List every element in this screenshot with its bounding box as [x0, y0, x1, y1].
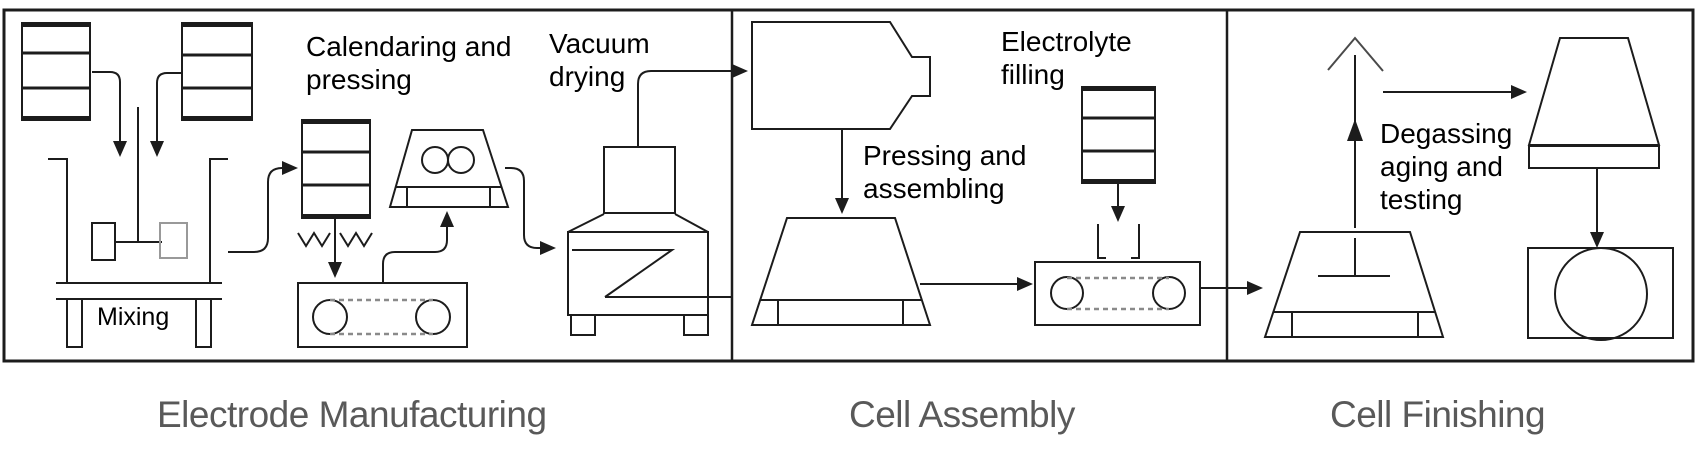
stage-label-cell-assembly: Cell Assembly	[849, 394, 1075, 435]
calender-press-icon	[388, 129, 510, 208]
seal-press-icon	[1527, 37, 1661, 169]
stage-label-electrode-manufacturing: Electrode Manufacturing	[157, 394, 547, 435]
pouch-cell-icon	[751, 21, 931, 130]
label-vacuum-drying: Vacuum drying	[549, 28, 650, 92]
stage-label-cell-finishing: Cell Finishing	[1330, 394, 1546, 435]
flow-arrow	[382, 211, 454, 283]
material-barrel-icon	[21, 22, 91, 121]
coating-spray-icon	[297, 231, 373, 248]
tester-icon	[1527, 247, 1674, 341]
flow-arrow	[150, 72, 182, 157]
label-mixing: Mixing	[97, 303, 170, 331]
vacuum-dryer-icon	[567, 146, 732, 336]
assembly-press-icon	[750, 217, 932, 326]
flow-arrow	[92, 71, 127, 157]
fill-cup-icon	[1097, 224, 1140, 259]
gas-release-arrow	[1327, 36, 1384, 228]
slurry-barrel-icon	[301, 119, 371, 219]
material-barrel-icon	[181, 22, 253, 121]
label-degassing-aging-testing: Degassing aging and testing	[1380, 118, 1513, 215]
label-pressing-assembling: Pressing and assembling	[863, 140, 1027, 204]
degasser-icon	[1263, 231, 1445, 338]
coating-conveyor-icon	[297, 282, 468, 348]
label-electrolyte-filling: Electrolyte filling	[1001, 26, 1132, 90]
mixer-icon	[48, 107, 228, 348]
electrolyte-barrel-icon	[1081, 86, 1156, 184]
flow-arrow	[505, 167, 556, 255]
filling-conveyor-icon	[1034, 261, 1201, 326]
flow-arrow	[637, 64, 748, 147]
flow-arrow	[228, 161, 298, 253]
label-calendaring-pressing: Calendaring and pressing	[306, 31, 512, 95]
